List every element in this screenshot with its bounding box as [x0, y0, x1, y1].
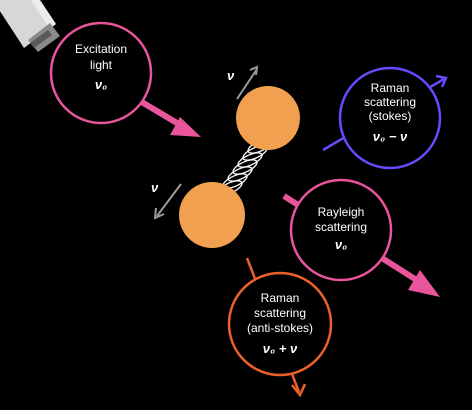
stokes-label-line1: Raman	[371, 81, 410, 95]
vibration-label-top: ν	[227, 68, 235, 83]
stokes-label-line3: (stokes)	[369, 109, 412, 123]
excitation-light-node: Excitation light ν₀	[49, 21, 153, 125]
anti-stokes-node: Raman scattering (anti-stokes) ν₀ + ν	[227, 271, 333, 377]
excitation-label-line1: Excitation	[75, 42, 127, 56]
rayleigh-arrowhead	[408, 270, 440, 297]
stokes-node: Raman scattering (stokes) ν₀ − ν	[338, 66, 442, 170]
excitation-label-line2: light	[90, 58, 113, 72]
atom-bottom	[179, 182, 245, 248]
anti-stokes-label-line1: Raman	[261, 291, 300, 305]
anti-stokes-label-line2: scattering	[254, 306, 306, 320]
stokes-symbol: ν₀ − ν	[373, 129, 408, 144]
vibration-arrow-bottom	[153, 183, 182, 220]
anti-stokes-symbol: ν₀ + ν	[263, 341, 298, 356]
excitation-symbol: ν₀	[95, 77, 107, 92]
atom-top	[236, 86, 300, 150]
laser-tube-icon	[0, 0, 60, 52]
rayleigh-symbol: ν₀	[335, 237, 347, 252]
anti-stokes-arrowhead	[291, 383, 307, 398]
rayleigh-label-line2: scattering	[315, 220, 367, 234]
stokes-label-line2: scattering	[364, 95, 416, 109]
excitation-arrowhead	[170, 117, 201, 137]
vibration-arrow-top	[236, 65, 259, 100]
rayleigh-label-line1: Rayleigh	[318, 205, 365, 219]
stokes-arrowhead	[435, 74, 448, 88]
vibration-label-bottom: ν	[151, 180, 159, 195]
anti-stokes-label-line3: (anti-stokes)	[247, 321, 313, 335]
rayleigh-node: Rayleigh scattering ν₀	[289, 178, 393, 282]
